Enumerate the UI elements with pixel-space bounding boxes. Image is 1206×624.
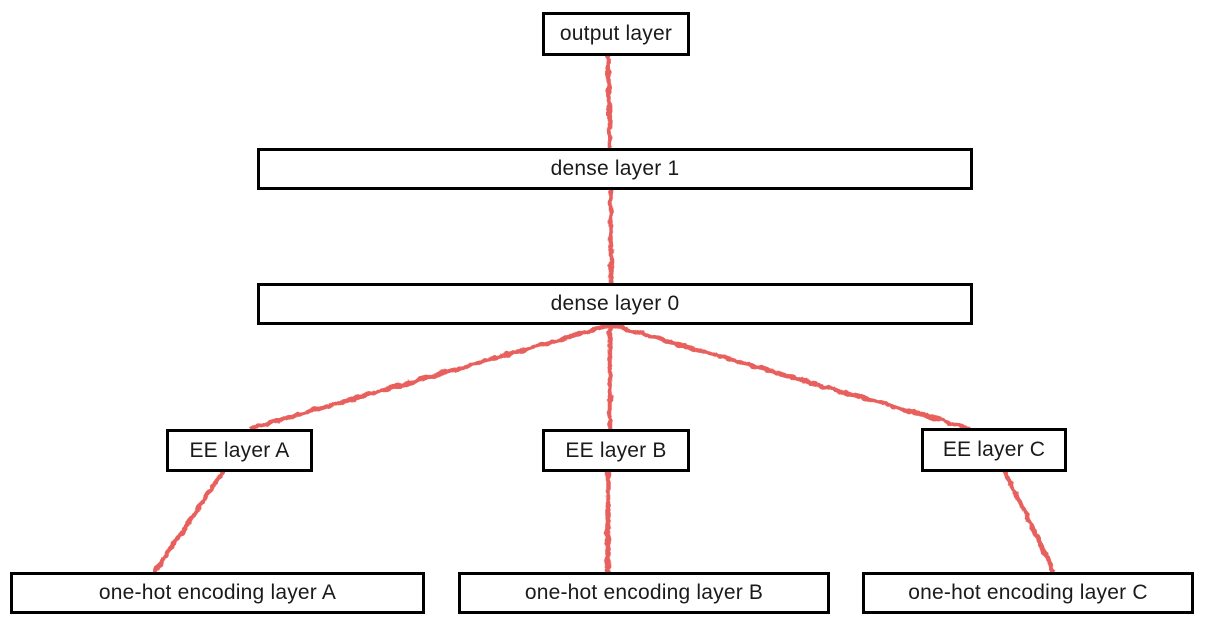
edge-output-dense1: [605, 52, 613, 151]
node-dense-layer-1: dense layer 1: [257, 148, 973, 190]
node-one-hot-encoding-layer-c: one-hot encoding layer C: [862, 572, 1194, 614]
node-one-hot-encoding-layer-a: one-hot encoding layer A: [10, 572, 425, 614]
node-ee-layer-b: EE layer B: [542, 429, 690, 472]
edge-dense0-ee_c: [609, 322, 971, 431]
node-ee-layer-c: EE layer C: [921, 428, 1067, 472]
edge-ee_c-onehot_c: [1001, 467, 1056, 573]
node-one-hot-encoding-layer-b: one-hot encoding layer B: [458, 572, 830, 614]
edge-dense0-ee_a: [249, 322, 613, 431]
edge-ee_a-onehot_a: [152, 467, 227, 575]
node-dense-layer-0: dense layer 0: [257, 283, 973, 325]
node-output-layer: output layer: [542, 12, 690, 56]
node-ee-layer-a: EE layer A: [166, 429, 313, 472]
